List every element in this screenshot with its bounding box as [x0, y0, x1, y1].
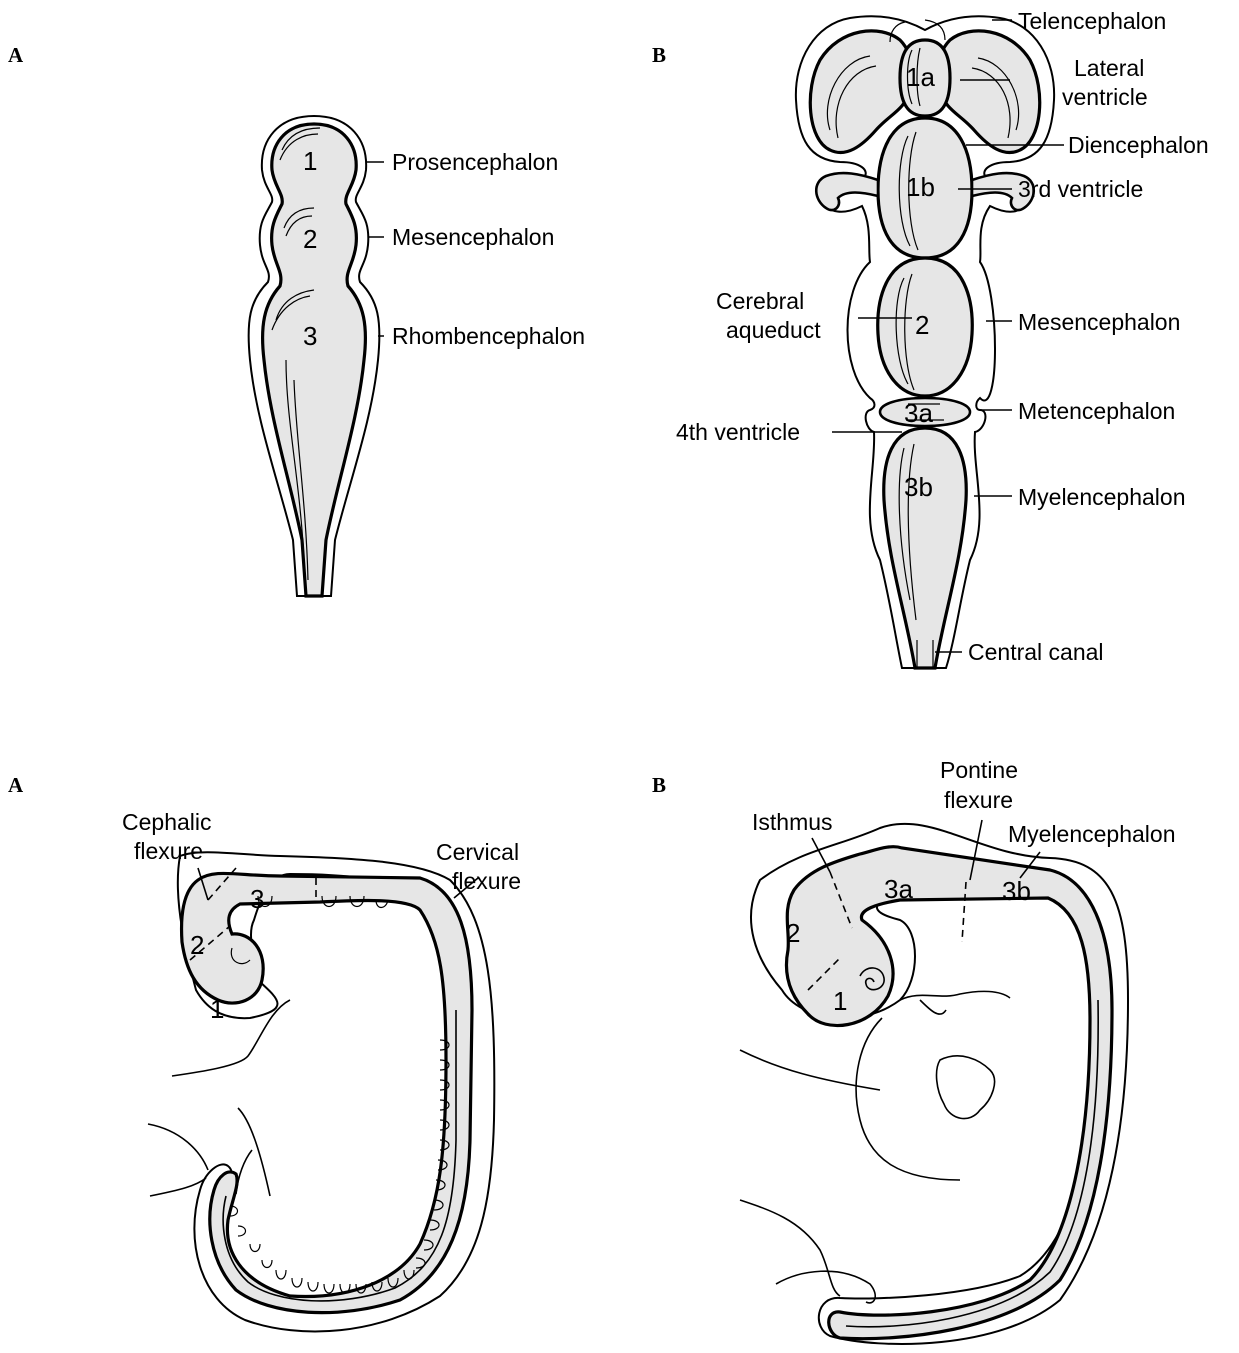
label-aqueduct: aqueduct: [726, 317, 821, 343]
label-myelencephalon: Myelencephalon: [1018, 484, 1186, 510]
label-third-ventricle: 3rd ventricle: [1018, 176, 1143, 202]
label-mesencephalon: Mesencephalon: [392, 224, 554, 250]
label-cervical: Cervical: [436, 839, 519, 865]
region-number: 1: [833, 986, 847, 1016]
label-rhombencephalon: Rhombencephalon: [392, 323, 585, 349]
body-outline: [740, 991, 1010, 1303]
bottom-panel-a: A 1 2 3 Cephalic flexure Cervical flexur…: [8, 773, 521, 1331]
label-flexure: flexure: [134, 838, 203, 864]
region-number: 2: [915, 310, 929, 340]
label-cephalic: Cephalic: [122, 809, 212, 835]
panel-letter: A: [8, 43, 24, 67]
region-number: 3: [250, 884, 264, 914]
region-number: 3b: [904, 472, 933, 502]
bottom-panel-b: B 1 2 3a 3b Isthmus Pontine flexure Myel…: [652, 757, 1176, 1344]
region-number: 2: [786, 918, 800, 948]
region-number: 1a: [906, 62, 935, 92]
label-telencephalon: Telencephalon: [1018, 8, 1166, 34]
region-number: 3a: [904, 398, 933, 428]
top-panel-b: B 1a 1b 2 3a 3b Telencephalon Lateral ve…: [652, 8, 1209, 668]
panel-letter: B: [652, 43, 666, 67]
region-number: 3b: [1002, 876, 1031, 906]
neural-tube: [182, 873, 472, 1312]
label-flexure: flexure: [944, 787, 1013, 813]
label-prosencephalon: Prosencephalon: [392, 149, 558, 175]
region-number: 3: [303, 321, 317, 351]
label-myelencephalon: Myelencephalon: [1008, 821, 1176, 847]
region-number: 2: [303, 224, 317, 254]
region-number: 1: [303, 146, 317, 176]
top-panel-a: A 1 2 3 Prosencephalon Mesencephalon Rho…: [8, 43, 585, 596]
neural-tube: [786, 847, 1112, 1339]
region-number: 2: [190, 930, 204, 960]
panel-letter: B: [652, 773, 666, 797]
label-isthmus: Isthmus: [752, 809, 833, 835]
label-lateral: Lateral: [1074, 55, 1144, 81]
label-central-canal: Central canal: [968, 639, 1104, 665]
label-mesencephalon: Mesencephalon: [1018, 309, 1180, 335]
region-number: 1: [210, 994, 224, 1024]
region-number: 3a: [884, 874, 913, 904]
label-flexure: flexure: [452, 868, 521, 894]
label-pontine: Pontine: [940, 757, 1018, 783]
region-number: 1b: [906, 172, 935, 202]
label-metencephalon: Metencephalon: [1018, 398, 1175, 424]
panel-letter: A: [8, 773, 24, 797]
label-ventricle: ventricle: [1062, 84, 1148, 110]
label-diencephalon: Diencephalon: [1068, 132, 1209, 158]
label-fourth-ventricle: 4th ventricle: [676, 419, 800, 445]
label-cerebral: Cerebral: [716, 288, 804, 314]
